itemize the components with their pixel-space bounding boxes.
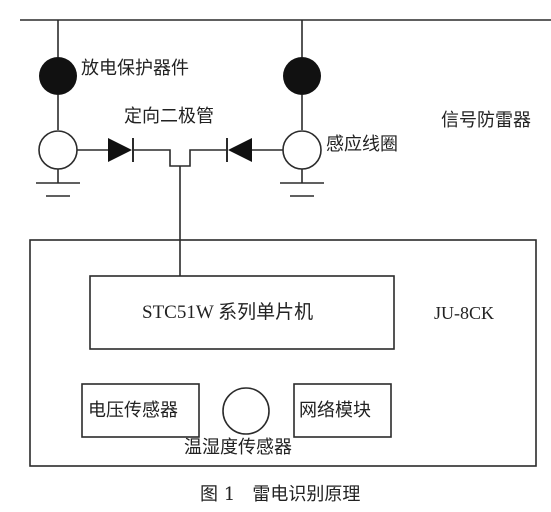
mcu-box (89, 275, 395, 350)
device-enclosure (29, 239, 537, 467)
left-induction-coil (38, 130, 78, 170)
temp-humidity-sensor (222, 387, 270, 435)
left-diode (108, 138, 132, 162)
right-diode (228, 138, 252, 162)
mcu-label: STC51W 系列单片机 (142, 302, 314, 323)
discharge-device-label: 放电保护器件 (81, 58, 189, 79)
diode-junction-wire (133, 149, 227, 167)
network-module-label: 网络模块 (299, 400, 371, 421)
network-module-box (293, 383, 392, 438)
voltage-sensor-label: 电压传感器 (88, 400, 178, 421)
right-discharge-device (283, 57, 321, 95)
device-model-label: JU-8CK (434, 303, 495, 323)
directional-diode-label: 定向二极管 (124, 106, 214, 127)
right-induction-coil (282, 130, 322, 170)
signal-arrester-label: 信号防雷器 (441, 110, 531, 131)
figure-caption: 图 1 雷电识别原理 (200, 484, 361, 505)
induction-coil-label: 感应线圈 (326, 134, 398, 155)
temp-humidity-label: 温湿度传感器 (184, 437, 292, 458)
voltage-sensor-box (81, 383, 200, 438)
left-discharge-device (39, 57, 77, 95)
